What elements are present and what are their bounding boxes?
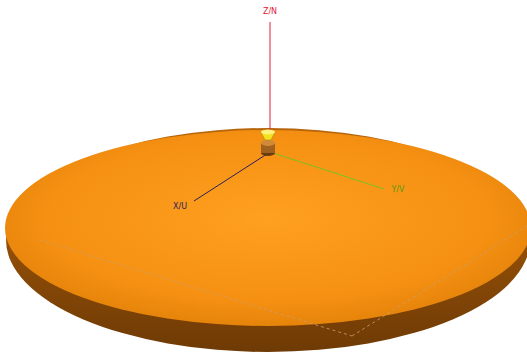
- z-axis-label: Z/N: [262, 7, 278, 17]
- disk-underside: [6, 128, 527, 352]
- feed-top: [261, 140, 275, 146]
- guide-line: [352, 226, 527, 336]
- guide-line: [40, 240, 352, 336]
- antenna-rim: [261, 130, 275, 135]
- y-axis-label: Y/V: [390, 185, 405, 195]
- y-axis: [270, 152, 384, 189]
- x-axis-label: X/U: [172, 202, 188, 212]
- disk-top: [5, 130, 527, 326]
- x-axis: [194, 152, 270, 201]
